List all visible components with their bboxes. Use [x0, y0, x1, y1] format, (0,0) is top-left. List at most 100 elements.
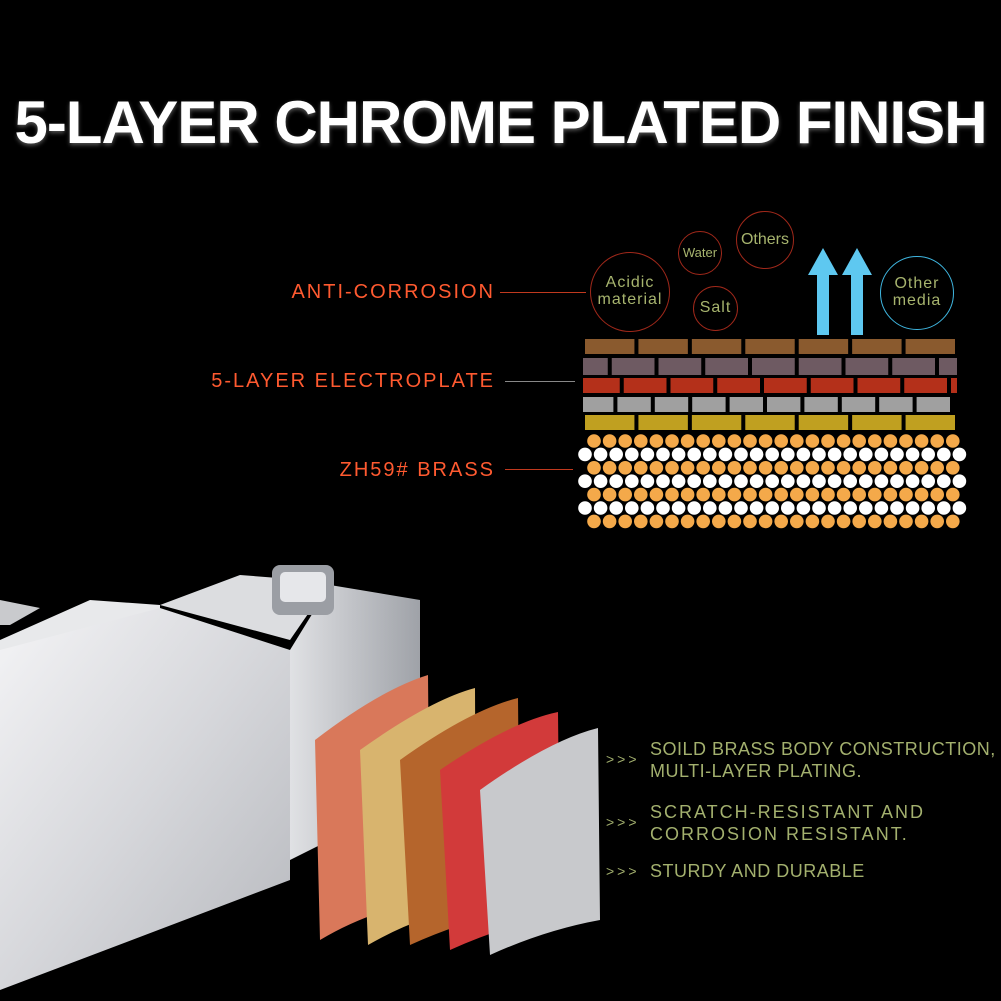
brass-dot [805, 487, 820, 502]
brick [745, 415, 795, 430]
brass-dot [859, 447, 873, 462]
brick [583, 358, 608, 375]
brass-dot [883, 434, 898, 448]
brass-dot [899, 434, 913, 448]
brass-dot [952, 501, 967, 515]
brass-dot [734, 501, 748, 515]
brick [916, 397, 950, 412]
brass-dot [805, 434, 820, 448]
brick [692, 397, 726, 412]
brass-dot [946, 461, 960, 475]
brass-dot [703, 501, 717, 515]
brass-dot [727, 487, 742, 502]
brass-dot [680, 514, 695, 529]
brass-dot [868, 487, 882, 502]
brass-dot [868, 434, 882, 448]
brass-dot [930, 514, 944, 529]
brass-dot [790, 514, 804, 529]
brass-dot [859, 501, 873, 515]
brass-dot [649, 461, 664, 475]
brick [585, 339, 635, 354]
chevrons-icon: >>> [606, 751, 640, 767]
brass-dot [609, 447, 623, 462]
brick [857, 378, 901, 393]
chevrons-icon: >>> [606, 863, 640, 879]
brass-dot [952, 474, 967, 489]
brass-dot [914, 461, 929, 475]
brass-dot [921, 474, 935, 489]
bubble-acidic-material: Acidic material [590, 252, 670, 332]
brick [585, 415, 635, 430]
arrow-up-icon [808, 248, 872, 335]
brass-dot [743, 434, 757, 448]
brass-dot [712, 487, 726, 502]
brass-dot [609, 501, 623, 515]
label-brass: ZH59# BRASS [339, 459, 495, 481]
brass-dot [618, 461, 632, 475]
brass-dot [836, 461, 851, 475]
brass-dot [680, 434, 695, 448]
brick [845, 358, 889, 375]
brass-dot [696, 434, 710, 448]
brass-dot [946, 487, 960, 502]
brass-dot [790, 461, 804, 475]
brass-dot [749, 501, 764, 515]
brass-dot [905, 474, 920, 489]
brass-dot [827, 447, 842, 462]
brass-dot [827, 474, 842, 489]
brass-dot [790, 487, 804, 502]
brass-dot [937, 501, 951, 515]
brass-dot [587, 434, 601, 448]
brick [904, 378, 947, 393]
brass-dot [578, 474, 592, 489]
brass-dot [734, 474, 748, 489]
brass-dot [625, 447, 639, 462]
brass-dot [874, 501, 889, 515]
brass-dot [749, 474, 764, 489]
brass-dot [843, 447, 857, 462]
brick [892, 358, 935, 375]
brick [691, 415, 742, 430]
brass-dot [852, 461, 866, 475]
brass-dot [890, 474, 904, 489]
brass-dot [578, 447, 592, 462]
brass-dot [821, 514, 835, 529]
brass-dot [930, 434, 944, 448]
brick [810, 378, 854, 393]
brass-dot [625, 501, 639, 515]
leader-line [505, 469, 573, 470]
brass-dot [765, 447, 779, 462]
brass-dot [852, 434, 866, 448]
brass-dot [718, 447, 733, 462]
brass-dot [758, 514, 773, 529]
brass-dot [703, 474, 717, 489]
brass-dot [836, 514, 851, 529]
brass-dot [765, 474, 779, 489]
brass-dot [587, 461, 601, 475]
leader-line [505, 381, 575, 382]
brass-dots [578, 434, 967, 529]
brass-dot [899, 514, 913, 529]
brass-dot [687, 474, 701, 489]
brick [658, 358, 702, 375]
brass-dot [914, 514, 929, 529]
brick [905, 415, 955, 430]
brass-dot [790, 434, 804, 448]
brick [752, 358, 795, 375]
brass-dot [602, 514, 617, 529]
brass-dot [712, 461, 726, 475]
brass-dot [743, 514, 757, 529]
brick [767, 397, 801, 412]
brass-dot [625, 474, 639, 489]
brass-dot [952, 447, 967, 462]
brass-dot [874, 447, 889, 462]
brass-dot [836, 434, 851, 448]
brass-dot [883, 461, 898, 475]
brass-dot [649, 487, 664, 502]
brass-dot [781, 501, 795, 515]
brass-dot [665, 514, 679, 529]
brass-dot [874, 474, 889, 489]
brick [841, 397, 876, 412]
brass-dot [634, 487, 648, 502]
